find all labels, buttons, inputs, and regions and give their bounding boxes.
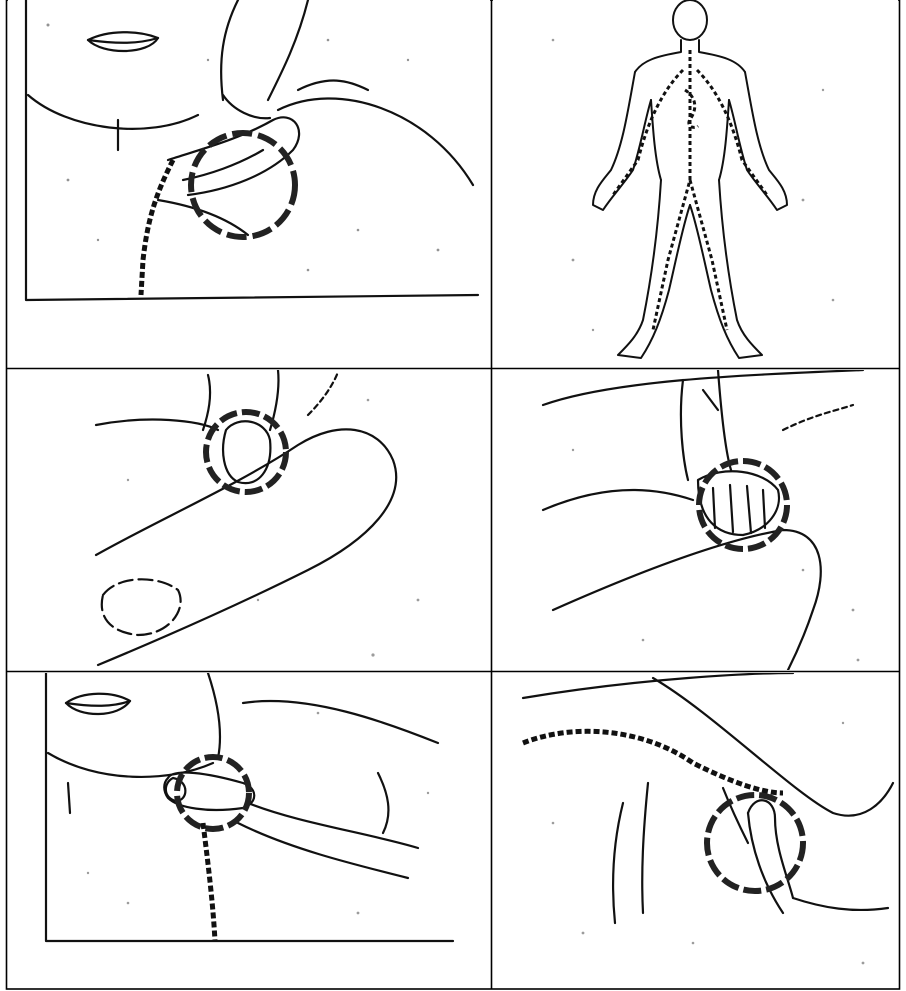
circulatory-system-illustration [493,0,898,367]
limb-pulse-illustration [493,673,898,987]
radial-pulse-illustration [8,370,490,670]
wrist-pulse-fingers-illustration [493,370,898,670]
panel-neck-thumb [8,673,490,987]
carotid-palpation-illustration [8,0,490,367]
panel-limb-pulse [493,673,898,987]
panel-wrist-thumb [8,370,490,670]
panel-wrist-fingers [493,370,898,670]
neck-pulse-thumb-illustration [8,673,490,987]
panel-body-figure [493,0,898,367]
panel-neck-pulse-hand [8,0,490,367]
